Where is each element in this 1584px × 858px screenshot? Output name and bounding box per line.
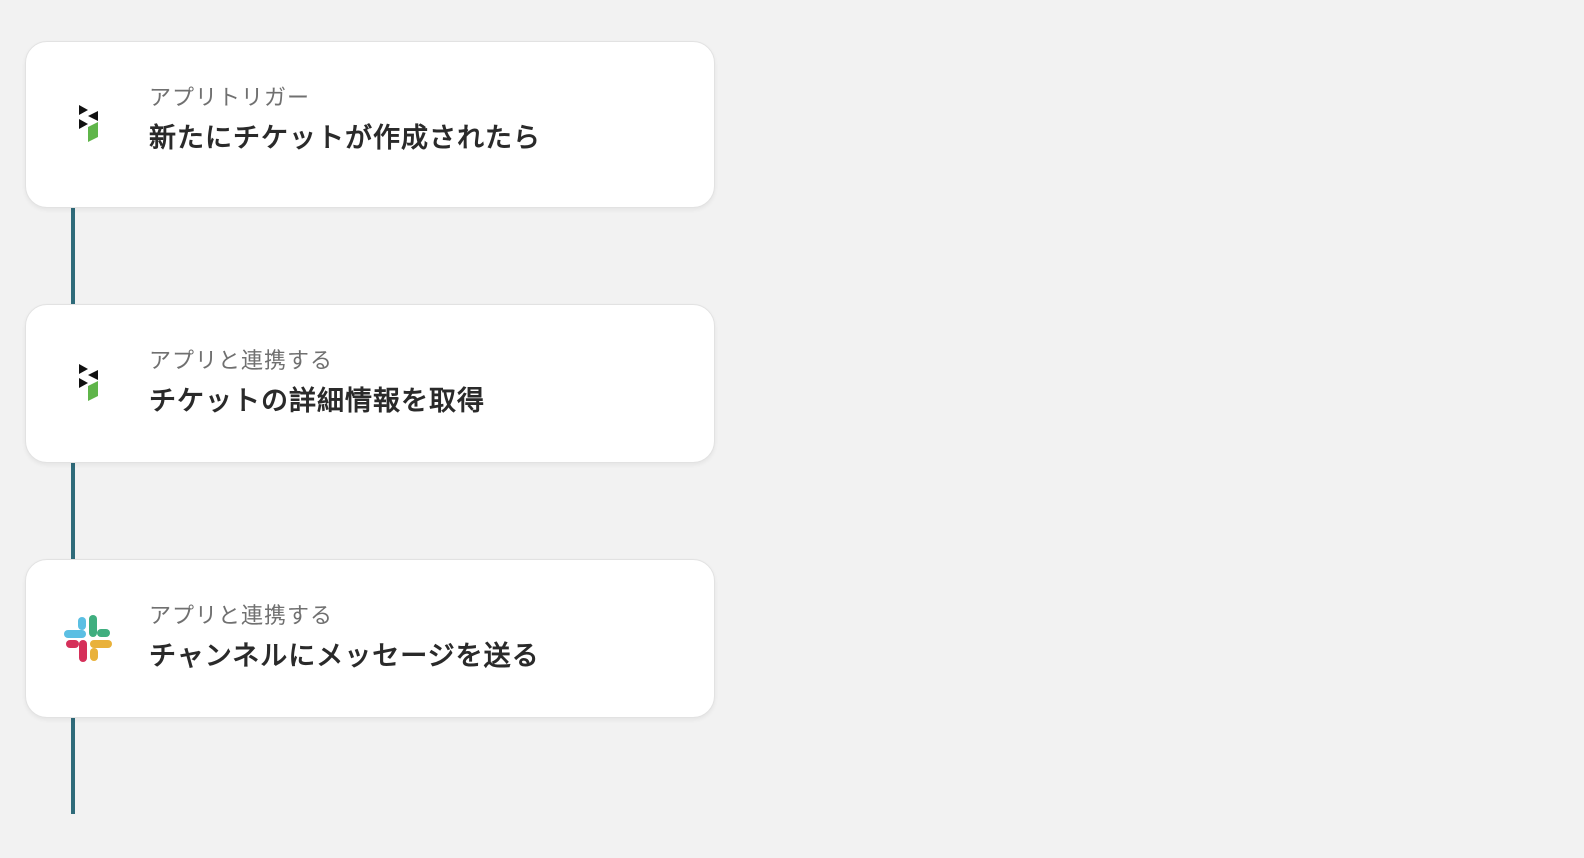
- slack-icon: [60, 611, 116, 667]
- step-type-label: アプリと連携する: [149, 604, 334, 629]
- flow-step-send-slack-message[interactable]: アプリと連携する チャンネルにメッセージを送る: [25, 559, 715, 718]
- flow-step-trigger[interactable]: アプリトリガー 新たにチケットが作成されたら: [25, 41, 715, 208]
- zendesk-icon: [60, 356, 116, 412]
- step-type-label: アプリトリガー: [149, 86, 311, 111]
- step-title: 新たにチケットが作成されたら: [149, 123, 541, 154]
- flow-connector: [71, 207, 75, 304]
- step-type-label: アプリと連携する: [149, 349, 334, 374]
- step-title: チャンネルにメッセージを送る: [149, 641, 540, 672]
- zendesk-icon: [60, 97, 116, 153]
- flow-step-get-ticket-details[interactable]: アプリと連携する チケットの詳細情報を取得: [25, 304, 715, 463]
- step-title: チケットの詳細情報を取得: [149, 386, 485, 417]
- flow-connector: [71, 717, 75, 814]
- flow-connector: [71, 462, 75, 559]
